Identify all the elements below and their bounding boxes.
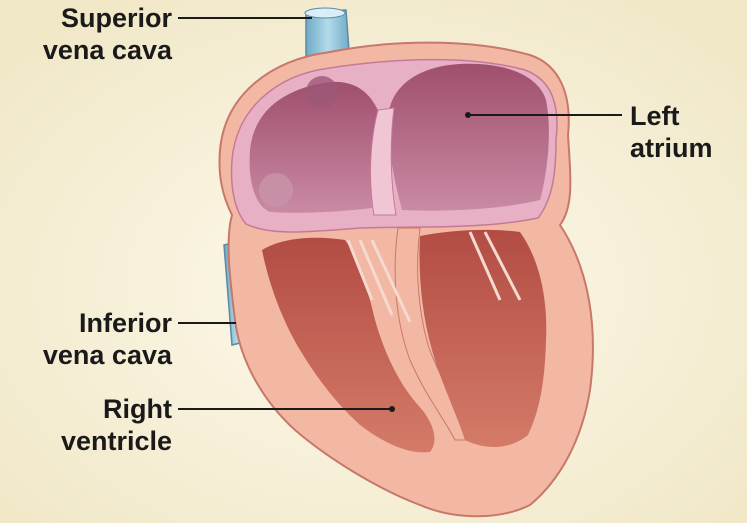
right-ventricle-pointer-dot: [389, 406, 395, 412]
right-ventricle-label-line1: Right: [10, 393, 172, 425]
superior-vena-cava-label-line1: Superior: [10, 2, 172, 34]
left-atrium-label-line1: Left: [630, 100, 713, 132]
left-atrium-pointer-dot: [465, 112, 471, 118]
superior-vena-cava-label-line2: vena cava: [10, 34, 172, 66]
inferior-vena-cava-label: Inferior vena cava: [10, 307, 172, 371]
superior-vena-cava-inlet: [306, 76, 338, 108]
right-ventricle-label-line2: ventricle: [10, 425, 172, 457]
superior-vena-cava-opening: [305, 8, 345, 18]
right-ventricle-label: Right ventricle: [10, 393, 172, 457]
superior-vena-cava-label: Superior vena cava: [10, 2, 172, 66]
inferior-vena-cava-inlet: [259, 173, 293, 207]
left-atrium-chamber: [388, 64, 549, 211]
left-atrium-label-line2: atrium: [630, 132, 713, 164]
inferior-vena-cava-label-line1: Inferior: [10, 307, 172, 339]
left-atrium-label: Left atrium: [630, 100, 713, 164]
inferior-vena-cava-label-line2: vena cava: [10, 339, 172, 371]
